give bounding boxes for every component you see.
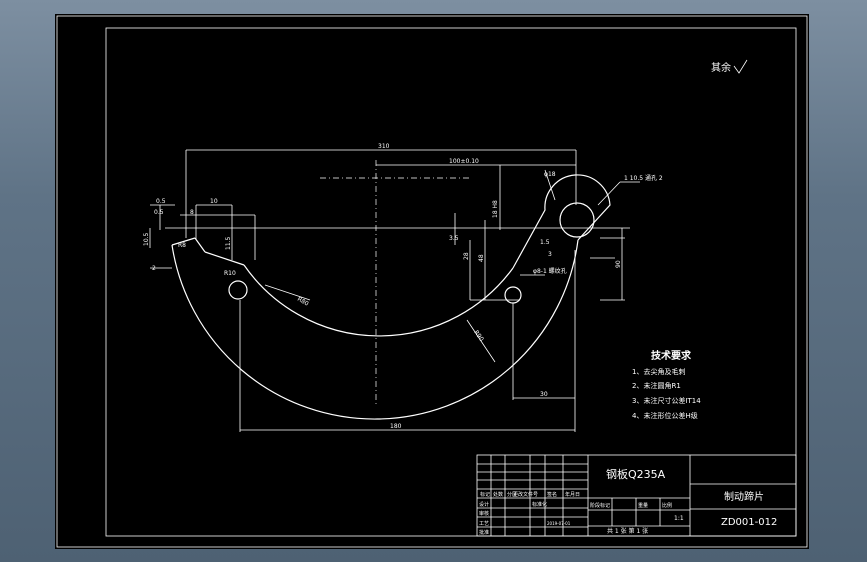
dim-i: 3.5 xyxy=(449,235,459,242)
tb-standard: 标准化 xyxy=(532,501,547,508)
dim-n: 1.5 xyxy=(540,239,550,246)
paper xyxy=(55,14,809,549)
tb-part-name: 制动蹄片 xyxy=(724,490,764,503)
inner-border xyxy=(105,27,797,537)
dim-overall-width: 310 xyxy=(378,143,390,150)
dim-l: 90 xyxy=(615,260,622,268)
pivot-bore xyxy=(559,202,595,238)
left-hole xyxy=(228,280,248,300)
dim-hole-note: 1 10.5 通孔 2 xyxy=(624,174,663,182)
dim-a: 0.5 xyxy=(156,198,166,205)
dim-m: 2 xyxy=(152,265,156,272)
dim-f: 8 xyxy=(190,209,194,216)
dim-b: 10.5 xyxy=(143,232,150,246)
tb-sign: 签名 xyxy=(547,491,557,498)
tb-mark: 标记 xyxy=(480,491,490,498)
dim-bore-tol: 18 H8 xyxy=(492,200,499,218)
tb-scale: 1:1 xyxy=(674,515,684,522)
dim-e: 0.5 xyxy=(154,209,164,216)
dim-bore: φ18 xyxy=(544,171,556,178)
tech-req-1: 1、去尖角及毛刺 xyxy=(632,367,685,376)
tb-drawing-number: ZD001-012 xyxy=(721,517,777,528)
tb-count: 处数 xyxy=(493,491,503,498)
tb-designer: 设计 xyxy=(479,501,489,508)
dim-c: 11.5 xyxy=(225,236,232,250)
roughness-note: 其余 xyxy=(711,61,731,74)
dim-k: 3 xyxy=(548,251,552,258)
tb-weight: 重量 xyxy=(638,502,648,509)
tb-sheet-info: 共 1 张 第 1 张 xyxy=(607,527,648,535)
brake-shoe-outline xyxy=(171,174,611,420)
tb-date-value: 2019-07-01 xyxy=(547,521,571,526)
roughness-symbol xyxy=(733,59,748,74)
dimension-lines xyxy=(149,149,640,432)
tb-date: 年月日 xyxy=(565,491,580,498)
dim-o: R8 xyxy=(178,242,186,249)
tech-req-4: 4、未注形位公差H级 xyxy=(632,411,698,420)
dimension-texts: 310 100±0.10 180 φ18 18 H8 1 10.5 通孔 2 φ… xyxy=(143,143,663,430)
dim-hole-small: φ8-1 螺纹孔 xyxy=(533,267,567,275)
tb-zone: 分区 xyxy=(507,491,517,498)
tb-checker: 审核 xyxy=(479,510,489,517)
tech-req-2: 2、未注圆角R1 xyxy=(632,381,681,390)
dim-j: 30 xyxy=(540,391,548,398)
dim-h: 28 xyxy=(463,252,470,260)
tb-scale-label: 比例 xyxy=(662,502,672,509)
dim-bottom-width: 180 xyxy=(390,423,402,430)
dim-d: 10 xyxy=(210,198,218,205)
tb-stage: 阶段标记 xyxy=(590,502,610,509)
dim-offset: 100±0.10 xyxy=(449,158,479,165)
tb-material: 钢板Q235A xyxy=(606,467,666,481)
tech-req-title: 技术要求 xyxy=(651,349,692,362)
tb-process: 工艺 xyxy=(479,521,489,527)
dim-g: 48 xyxy=(478,254,485,262)
dim-p: R10 xyxy=(224,270,236,277)
tech-requirements: 技术要求 1、去尖角及毛刺 2、未注圆角R1 3、未注尺寸公差IT14 4、未注… xyxy=(632,349,701,420)
tech-req-3: 3、未注尺寸公差IT14 xyxy=(632,396,701,405)
tb-approve: 批准 xyxy=(479,529,489,536)
title-block: 标记 处数 分区 更改文件号 签名 年月日 设计 审核 工艺 批准 标准化 20… xyxy=(476,454,797,537)
tb-change-doc: 更改文件号 xyxy=(513,491,538,498)
outer-border xyxy=(56,15,808,548)
